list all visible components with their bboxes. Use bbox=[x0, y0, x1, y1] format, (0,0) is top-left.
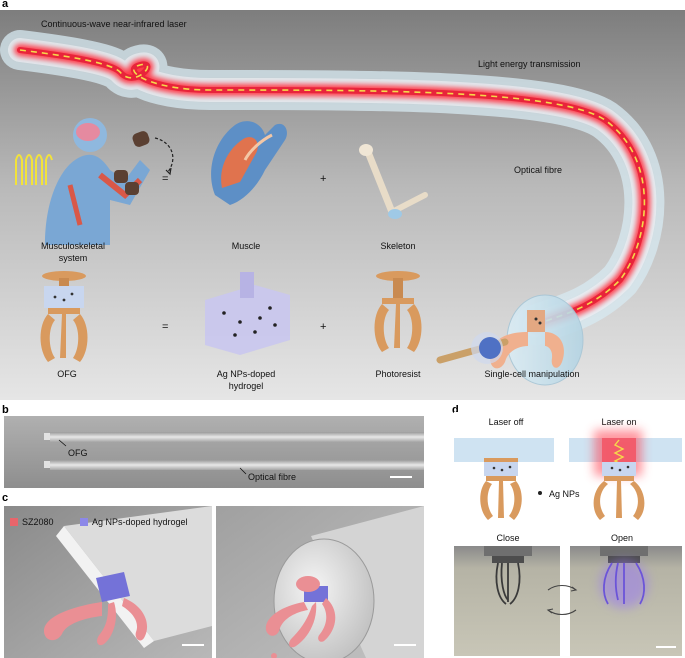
equals-sign-1: = bbox=[162, 173, 168, 185]
laser-label: Continuous-wave near-infrared laser bbox=[41, 19, 187, 29]
panel-c-right bbox=[216, 506, 424, 658]
gripper-off bbox=[480, 458, 522, 520]
close-label: Close bbox=[496, 533, 519, 543]
fibre-1 bbox=[50, 432, 424, 442]
legend-sz-label: SZ2080 bbox=[22, 517, 54, 527]
skeleton-label: Skeleton bbox=[380, 241, 415, 251]
photoresist-label: Photoresist bbox=[375, 369, 421, 379]
plus-sign-2: + bbox=[320, 321, 326, 333]
fibre-label: Optical fibre bbox=[514, 165, 562, 175]
musculo-label-2: system bbox=[59, 253, 88, 263]
transmission-label: Light energy transmission bbox=[478, 59, 581, 69]
photoresist-gripper-icon bbox=[374, 271, 422, 352]
scale-bar bbox=[656, 646, 676, 648]
panel-a-letter: a bbox=[2, 0, 9, 10]
ag-np-icon bbox=[538, 491, 542, 495]
sem-ofg-label: OFG bbox=[68, 448, 88, 458]
micrograph-close bbox=[454, 546, 560, 656]
sem-background bbox=[4, 416, 424, 488]
pulse-wave-icon bbox=[15, 154, 53, 185]
sem-fibre-label: Optical fibre bbox=[248, 472, 296, 482]
gripper-closed-photo bbox=[495, 562, 521, 605]
motion-arrow-icon bbox=[154, 137, 174, 173]
panel-d-letter: d bbox=[452, 404, 459, 416]
panel-d: Laser off Laser on Ag NPs Close bbox=[454, 412, 682, 656]
laser-on-label: Laser on bbox=[601, 417, 636, 427]
skeleton-bone-icon bbox=[359, 144, 428, 219]
hydrogel-label-1: Ag NPs-doped bbox=[217, 369, 276, 379]
scale-bar bbox=[394, 644, 416, 646]
laser-off-label: Laser off bbox=[489, 417, 524, 427]
ofg-tip-2 bbox=[44, 461, 50, 468]
ofg-label: OFG bbox=[57, 369, 77, 379]
dumbbell-icon bbox=[114, 131, 150, 195]
legend-sz-swatch bbox=[10, 518, 18, 526]
hydrogel-block-icon bbox=[205, 272, 290, 355]
open-label: Open bbox=[611, 533, 633, 543]
manipulation-label: Single-cell manipulation bbox=[484, 369, 579, 379]
panel-a: Continuous-wave near-infrared laser Ligh… bbox=[0, 10, 685, 400]
panel-b-letter: b bbox=[2, 404, 9, 416]
fibre-end-sem bbox=[64, 506, 212, 641]
gripper-open-photo bbox=[603, 562, 645, 605]
hydrogel-label-2: hydrogel bbox=[229, 381, 264, 391]
scale-bar bbox=[182, 644, 204, 646]
gripper-sem-left bbox=[44, 572, 148, 646]
panel-b: OFG Optical fibre bbox=[4, 416, 424, 488]
ag-nps-label: Ag NPs bbox=[549, 489, 580, 499]
gripper-on bbox=[593, 462, 645, 520]
scale-bar bbox=[390, 476, 412, 478]
legend-hydrogel-swatch bbox=[80, 518, 88, 526]
fibre-2 bbox=[50, 460, 424, 470]
cell bbox=[479, 337, 501, 359]
human-figure-icon bbox=[45, 118, 150, 245]
gripper-sem-right bbox=[265, 576, 336, 658]
plus-sign-1: + bbox=[320, 173, 326, 185]
panel-c-left: SZ2080 Ag NPs-doped hydrogel bbox=[4, 506, 212, 658]
panel-c-letter: c bbox=[2, 492, 9, 504]
legend-hydrogel-label: Ag NPs-doped hydrogel bbox=[92, 517, 188, 527]
musculo-label-1: Musculoskeletal bbox=[41, 241, 105, 251]
equals-sign-2: = bbox=[162, 321, 168, 333]
ofg-tip-1 bbox=[44, 433, 50, 440]
muscle-label: Muscle bbox=[232, 241, 261, 251]
muscle-arm-icon bbox=[211, 121, 287, 205]
ofg-gripper-icon bbox=[40, 271, 88, 362]
laser-beam bbox=[17, 47, 648, 328]
